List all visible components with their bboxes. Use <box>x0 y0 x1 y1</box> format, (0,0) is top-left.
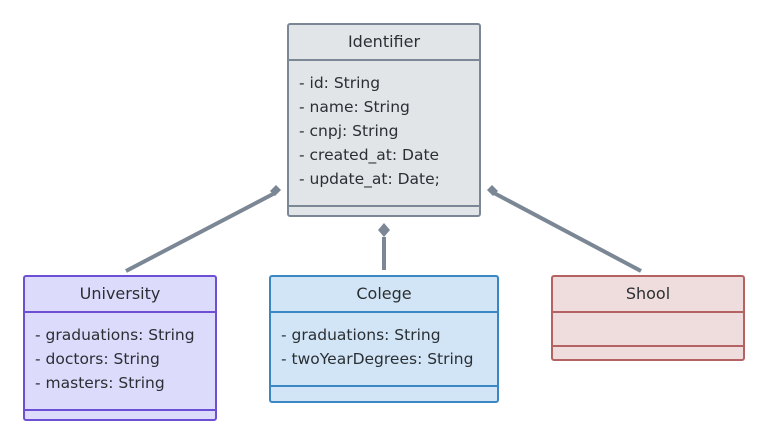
attribute: - created_at: Date <box>299 146 440 164</box>
method-compartment <box>25 411 215 421</box>
attribute-list: - id: String - name: String - cnpj: Stri… <box>289 61 479 207</box>
class-name: Identifier <box>289 25 479 61</box>
attribute: - doctors: String <box>35 350 160 368</box>
attribute: - cnpj: String <box>299 122 399 140</box>
attribute: - update_at: Date; <box>299 170 440 188</box>
attribute: - id: String <box>299 74 381 92</box>
class-name: University <box>25 277 215 313</box>
attribute: - name: String <box>299 98 410 116</box>
method-compartment <box>553 347 743 357</box>
class-identifier[interactable]: Identifier - id: String - name: String -… <box>287 23 481 217</box>
method-compartment <box>289 207 479 217</box>
composition-diamond-colege <box>378 223 390 237</box>
composition-diamond-shool <box>487 185 498 196</box>
connector-shool-identifier <box>493 191 642 273</box>
class-shool[interactable]: Shool <box>551 275 745 361</box>
attribute: - masters: String <box>35 374 165 392</box>
class-name: Shool <box>553 277 743 313</box>
composition-diamond-university <box>270 185 281 196</box>
method-compartment <box>271 387 497 397</box>
connector-university-identifier <box>125 191 276 273</box>
class-colege[interactable]: Colege - graduations: String - twoYearDe… <box>269 275 499 403</box>
attribute: - graduations: String <box>35 326 195 344</box>
attribute-list: - graduations: String - twoYearDegrees: … <box>271 313 497 387</box>
attribute-list: - graduations: String - doctors: String … <box>25 313 215 411</box>
attribute: - graduations: String <box>281 326 441 344</box>
class-university[interactable]: University - graduations: String - docto… <box>23 275 217 421</box>
attribute-list <box>553 313 743 347</box>
attribute: - twoYearDegrees: String <box>281 350 474 368</box>
class-name: Colege <box>271 277 497 313</box>
